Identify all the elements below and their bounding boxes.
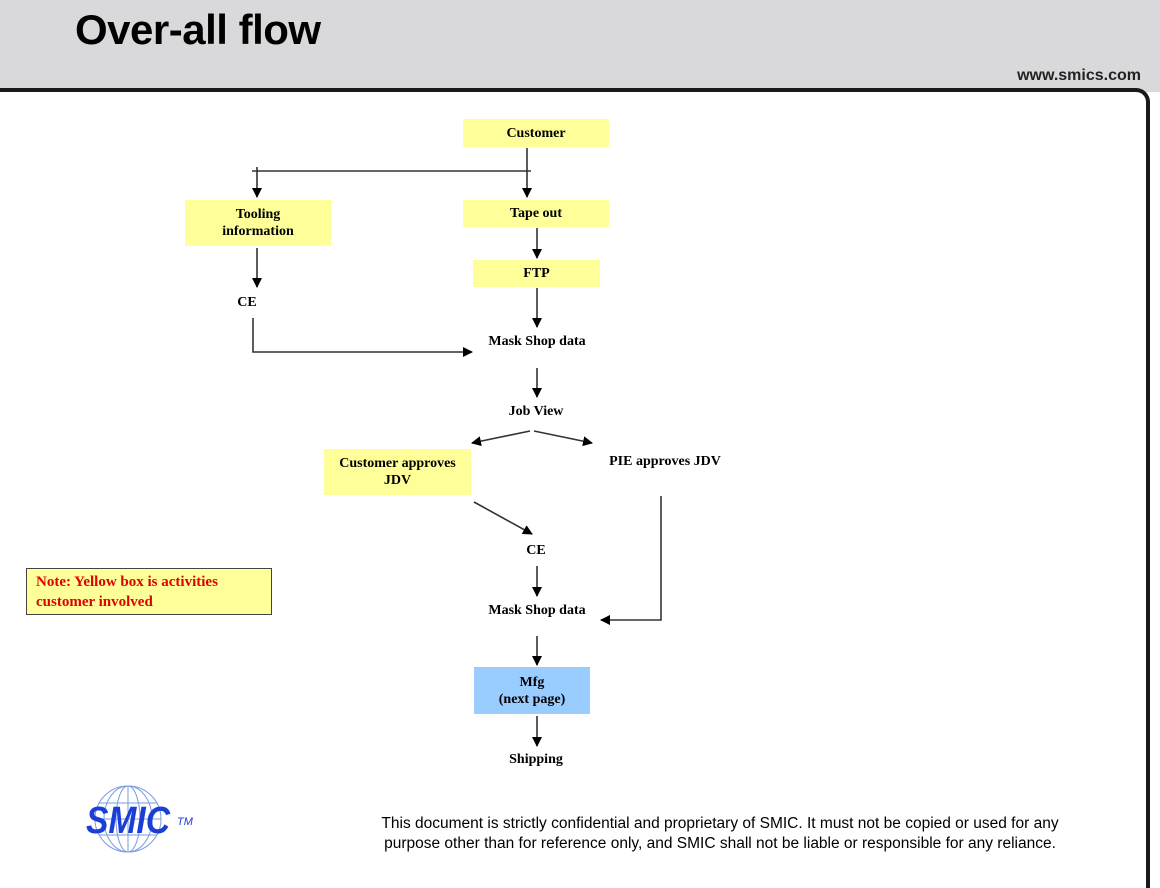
- node-label: Mask Shop data: [488, 333, 586, 349]
- header-bar: Over-all flow www.smics.com: [0, 0, 1160, 92]
- node-label: Job View: [508, 403, 564, 419]
- node-ftp: FTP: [473, 260, 600, 287]
- smic-logo: SMIC TM: [84, 783, 214, 855]
- logo-wordmark: SMIC: [86, 800, 170, 842]
- node-label: Mask Shop data: [488, 602, 586, 618]
- node-label: Mfg: [519, 674, 545, 690]
- node-label: CE: [526, 542, 546, 558]
- node-tooling-information: Tooling information: [185, 200, 331, 246]
- legend-note: Note: Yellow box is activities customer …: [26, 568, 272, 615]
- edge-pie-maskshop2: [600, 496, 662, 625]
- node-label: information: [222, 224, 294, 239]
- note-line: Note: Yellow box is activities: [36, 574, 218, 590]
- edge-custapproves-ce: [473, 501, 533, 535]
- node-label: CE: [237, 294, 257, 310]
- node-label: Shipping: [509, 751, 563, 767]
- node-label: JDV: [383, 473, 412, 488]
- node-mask-shop-data-2: Mask Shop data: [472, 600, 602, 620]
- node-job-view: Job View: [486, 401, 586, 421]
- node-ce-top: CE: [217, 292, 277, 312]
- trademark-symbol: TM: [177, 816, 194, 828]
- node-label: Customer: [506, 125, 566, 141]
- globe-icon: SMIC TM: [86, 785, 194, 853]
- node-pie-approves-jdv: PIE approves JDV: [595, 451, 735, 471]
- node-label: (next page): [498, 691, 566, 707]
- node-mfg: Mfg (next page): [474, 667, 590, 714]
- node-mask-shop-data-1: Mask Shop data: [472, 331, 602, 351]
- node-tape-out: Tape out: [463, 200, 609, 227]
- node-label: Customer approves: [339, 456, 456, 471]
- confidentiality-disclaimer: This document is strictly confidential a…: [350, 814, 1090, 854]
- edge-jobview-pie-approves: [533, 430, 593, 447]
- disclaimer-line: This document is strictly confidential a…: [381, 815, 1059, 832]
- page-title: Over-all flow: [75, 6, 321, 53]
- node-label: PIE approves JDV: [609, 453, 721, 469]
- node-customer-approves-jdv: Customer approves JDV: [324, 449, 471, 495]
- node-shipping: Shipping: [486, 749, 586, 769]
- edge-jobview-customer-approves: [471, 430, 531, 447]
- node-customer: Customer: [463, 119, 609, 147]
- flow-connectors: [252, 148, 662, 747]
- edge-ce-maskshop: [252, 318, 473, 357]
- disclaimer-line: purpose other than for reference only, a…: [384, 835, 1056, 852]
- note-line: customer involved: [36, 594, 153, 610]
- node-label: Tape out: [509, 206, 562, 221]
- node-label: FTP: [523, 266, 550, 281]
- node-label: Tooling: [235, 207, 281, 222]
- website-label: www.smics.com: [1017, 67, 1141, 84]
- node-ce-bottom: CE: [506, 540, 566, 560]
